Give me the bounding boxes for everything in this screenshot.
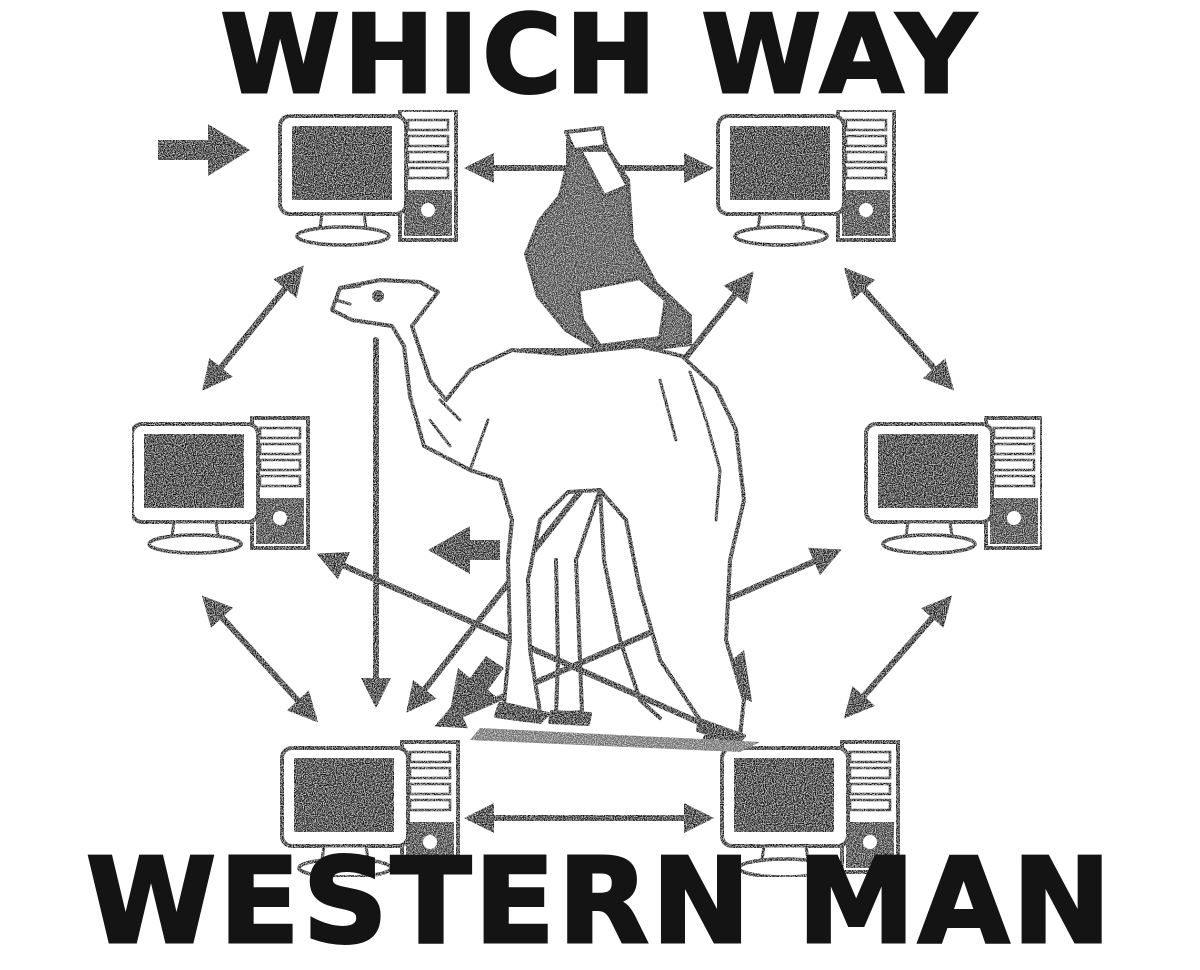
headline-top: WHICH WAY [219, 0, 980, 118]
computer-icon-top-left [278, 108, 458, 247]
entry-arrow-icon [158, 124, 250, 176]
computer-icon-top-right [716, 108, 896, 247]
headline-bottom: WESTERN MAN [84, 832, 1115, 970]
camel-with-rider-icon [330, 126, 760, 752]
computer-icon-mid-right [864, 416, 1044, 555]
computer-icon-mid-left [130, 416, 310, 555]
